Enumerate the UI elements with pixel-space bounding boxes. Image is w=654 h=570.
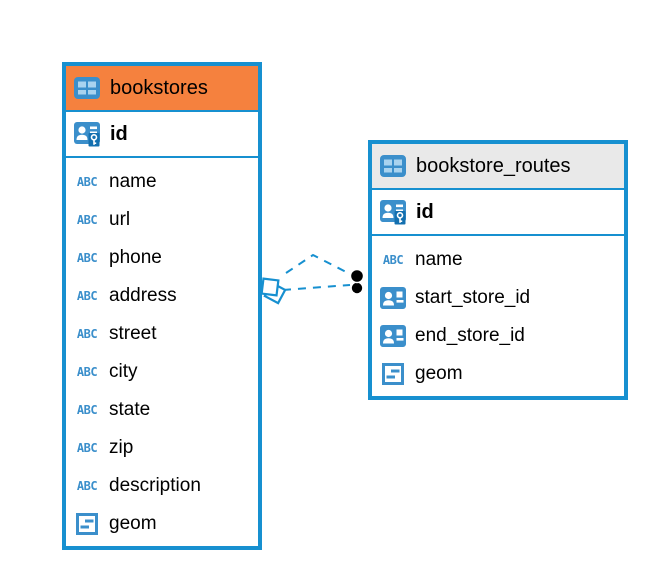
field-row[interactable]: ABC street xyxy=(66,315,258,353)
field-name: url xyxy=(109,209,131,230)
relationship-endpoint-dot-lower xyxy=(351,282,363,294)
relationship-diamond-front xyxy=(260,277,280,297)
table-icon xyxy=(73,77,101,99)
field-row-pk[interactable]: id xyxy=(372,190,624,236)
field-row-pk[interactable]: id xyxy=(66,112,258,158)
field-list: ABC name start_store_id xyxy=(372,236,624,396)
relationship-line-lower[interactable] xyxy=(282,284,351,291)
field-row[interactable]: end_store_id xyxy=(372,317,624,355)
field-row[interactable]: ABC zip xyxy=(66,429,258,467)
field-name: city xyxy=(109,361,138,382)
field-row[interactable]: start_store_id xyxy=(372,279,624,317)
geometry-type-icon xyxy=(379,363,407,385)
field-row[interactable]: ABC state xyxy=(66,391,258,429)
field-row[interactable]: ABC description xyxy=(66,467,258,505)
text-type-icon: ABC xyxy=(76,175,98,189)
table-title: bookstore_routes xyxy=(416,154,571,177)
field-name: id xyxy=(416,200,434,223)
field-name: start_store_id xyxy=(415,287,531,308)
relationship-line-upper[interactable] xyxy=(285,253,353,276)
field-row[interactable]: ABC url xyxy=(66,201,258,239)
text-type-icon: ABC xyxy=(76,251,98,265)
text-type-icon: ABC xyxy=(76,479,98,493)
field-name: geom xyxy=(109,513,157,534)
text-type-icon: ABC xyxy=(76,403,98,417)
table-header-bookstore-routes[interactable]: bookstore_routes xyxy=(372,144,624,190)
foreign-key-icon xyxy=(379,325,407,347)
field-row[interactable]: ABC name xyxy=(66,163,258,201)
field-name: street xyxy=(109,323,157,344)
field-name: id xyxy=(110,122,128,145)
field-list: ABC name ABC url ABC phone ABC address A… xyxy=(66,158,258,546)
field-name: geom xyxy=(415,363,463,384)
table-title: bookstores xyxy=(110,76,208,99)
entity-table-bookstore-routes[interactable]: bookstore_routes id ABC xyxy=(368,140,628,400)
primary-key-icon xyxy=(73,121,101,147)
field-row[interactable]: ABC city xyxy=(66,353,258,391)
field-name: name xyxy=(109,171,157,192)
entity-table-bookstores[interactable]: bookstores id ABC xyxy=(62,62,262,550)
text-type-icon: ABC xyxy=(76,365,98,379)
table-icon xyxy=(379,155,407,177)
text-type-icon: ABC xyxy=(76,441,98,455)
field-name: phone xyxy=(109,247,162,268)
field-row[interactable]: ABC phone xyxy=(66,239,258,277)
field-row[interactable]: ABC address xyxy=(66,277,258,315)
field-name: zip xyxy=(109,437,134,458)
field-row[interactable]: geom xyxy=(372,355,624,393)
field-row[interactable]: geom xyxy=(66,505,258,543)
foreign-key-icon xyxy=(379,287,407,309)
field-name: address xyxy=(109,285,177,306)
field-name: state xyxy=(109,399,151,420)
field-row[interactable]: ABC name xyxy=(372,241,624,279)
primary-key-icon xyxy=(379,199,407,225)
relationship-endpoint-dot-upper xyxy=(349,268,365,284)
geometry-type-icon xyxy=(73,513,101,535)
table-header-bookstores[interactable]: bookstores xyxy=(66,66,258,112)
field-name: end_store_id xyxy=(415,325,525,346)
text-type-icon: ABC xyxy=(76,289,98,303)
field-name: description xyxy=(109,475,201,496)
text-type-icon: ABC xyxy=(76,327,98,341)
text-type-icon: ABC xyxy=(76,213,98,227)
field-name: name xyxy=(415,249,463,270)
text-type-icon: ABC xyxy=(382,253,404,267)
